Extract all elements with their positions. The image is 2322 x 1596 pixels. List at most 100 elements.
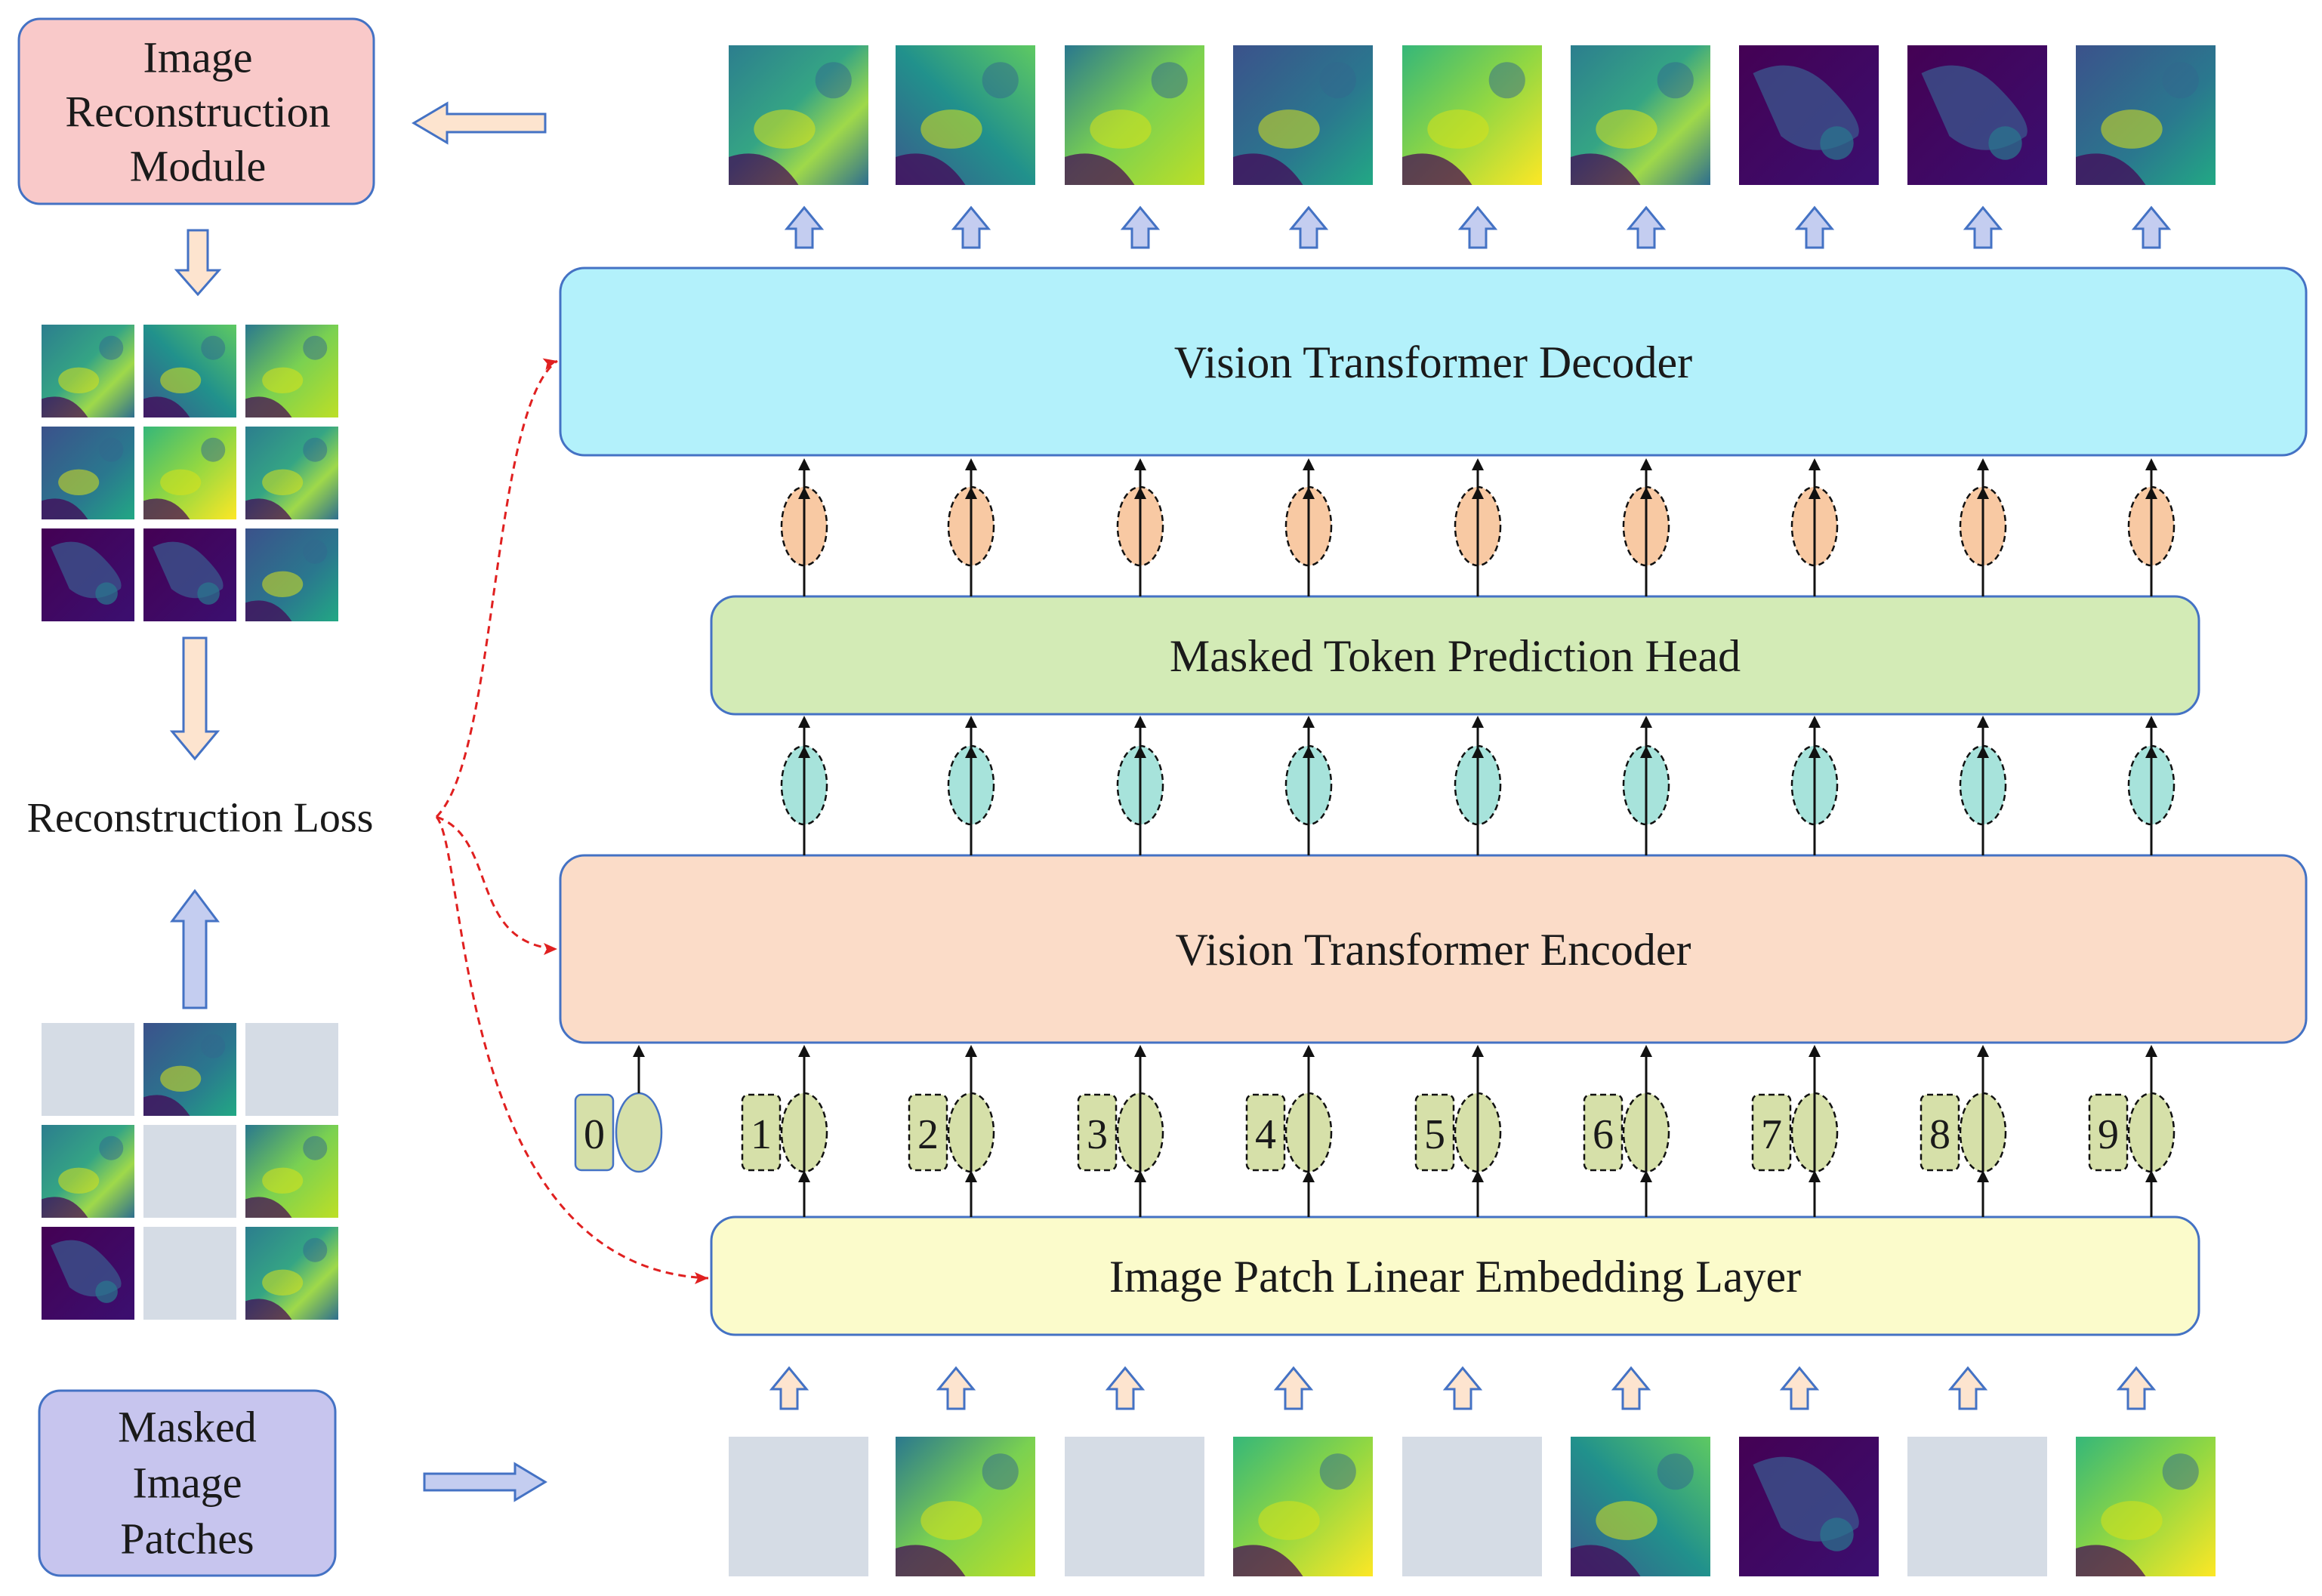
patch-texture [58,1167,100,1194]
patch-texture [2162,62,2199,99]
token-arrow-head [1472,1045,1484,1057]
position-index-box [1077,1093,1118,1172]
arrow-up-icon [1626,205,1667,249]
patch-texture [303,1135,328,1160]
masked-patches-label-line: Patches [120,1514,254,1563]
output-patch [729,45,868,185]
position-index-box [741,1093,782,1172]
patch-texture [42,1197,88,1218]
position-index-box [1414,1093,1455,1172]
patch-texture [42,498,88,519]
token-arrow-head [1809,1170,1821,1182]
masked-grid-patch [143,1023,236,1116]
prediction-head-box [710,595,2200,716]
masked-grid-patch [42,1227,134,1320]
input-patch [1739,1437,1879,1576]
arrow-up-icon [936,1366,976,1410]
output-patch [1739,45,1879,185]
patch-texture [920,109,982,149]
token-arrow-head [798,458,810,470]
patch-texture [245,600,292,621]
patch-texture [1233,153,1303,185]
input-patch [1402,1437,1542,1576]
patch-texture [99,437,124,462]
masked-grid-patch [245,1227,338,1320]
position-index-label: 7 [1761,1111,1782,1158]
masked-grid-patch [42,1125,134,1218]
reconstruction-module-label-line: Reconstruction [65,87,330,136]
arrow-up-icon [1457,205,1498,249]
token-arrow-head [798,1170,810,1182]
patch-texture [1820,126,1854,160]
patch-texture [201,1034,226,1058]
patch-texture [245,498,292,519]
reconstructed-grid-patch [42,427,134,519]
position-index-box [1245,1093,1286,1172]
token-arrow-head [1809,458,1821,470]
token-arrow-head [2145,1170,2157,1182]
loss-arrowhead [542,358,557,371]
masked-patch-fill [729,1437,868,1576]
embedding-box [710,1215,2200,1336]
output-patch [1065,45,1204,185]
token-arrow-head [1472,458,1484,470]
masked-patch-fill [1907,1437,2047,1576]
token-arrow-head [1809,487,1821,499]
patch-texture [262,1269,304,1296]
output-patch [1907,45,2047,185]
patch-texture [754,109,816,149]
token-arrow-head [1640,487,1652,499]
patch-texture [1319,62,1356,99]
masked-grid-patch [245,1023,338,1116]
patch-texture [99,335,124,360]
arrow-up-icon [1105,1366,1146,1410]
token-arrow-head [1134,746,1146,758]
token-arrow-head [1977,746,1989,758]
patch-texture [920,1501,982,1540]
encoder-label: Vision Transformer Encoder [1176,925,1691,975]
patch-texture [95,582,118,605]
token-arrow-head [1303,1170,1315,1182]
position-index-box [1751,1093,1792,1172]
patch-texture [1233,1545,1303,1576]
token-arrow-head [965,1170,977,1182]
arrow-up-icon [1611,1366,1651,1410]
masked-patch-fill [143,1125,236,1218]
reconstructed-grid-patch [143,528,236,621]
position-index-box [1583,1093,1624,1172]
patch-texture [896,153,966,185]
arrow-up-icon [1794,205,1835,249]
token-arrow-head [1303,487,1315,499]
cls-token-arrow-head [633,1045,645,1057]
arrow-up-icon [1947,1366,1988,1410]
token-arrow-head [965,487,977,499]
loss-arrows [435,358,709,1284]
position-index-label: 5 [1424,1111,1445,1158]
position-index-box [2088,1093,2129,1172]
patch-texture [1427,109,1489,149]
output-patch [1233,45,1373,185]
output-patch [896,45,1035,185]
reconstructed-grid-patch [245,325,338,417]
cls-token [615,1092,663,1173]
patch-texture [143,396,190,417]
loss-arrowhead [544,943,557,955]
patch-texture [303,1237,328,1262]
reconstructed-grid-patch [42,528,134,621]
token-arrow-head [1977,1045,1989,1057]
token-arrow-head [1303,458,1315,470]
token-arrow-head [1977,458,1989,470]
patch-texture [1571,1545,1641,1576]
patch-texture [729,153,799,185]
patch-texture [1151,62,1188,99]
token-arrow-head [1472,1170,1484,1182]
patch-texture [1258,109,1320,149]
token-arrow-head [1134,458,1146,470]
token-arrow-head [2145,716,2157,728]
token-arrow-head [1303,1045,1315,1057]
token-arrow-head [2145,1045,2157,1057]
arrow-up-icon [784,205,825,249]
patch-texture [2162,1453,2199,1490]
patch-texture [1090,109,1152,149]
